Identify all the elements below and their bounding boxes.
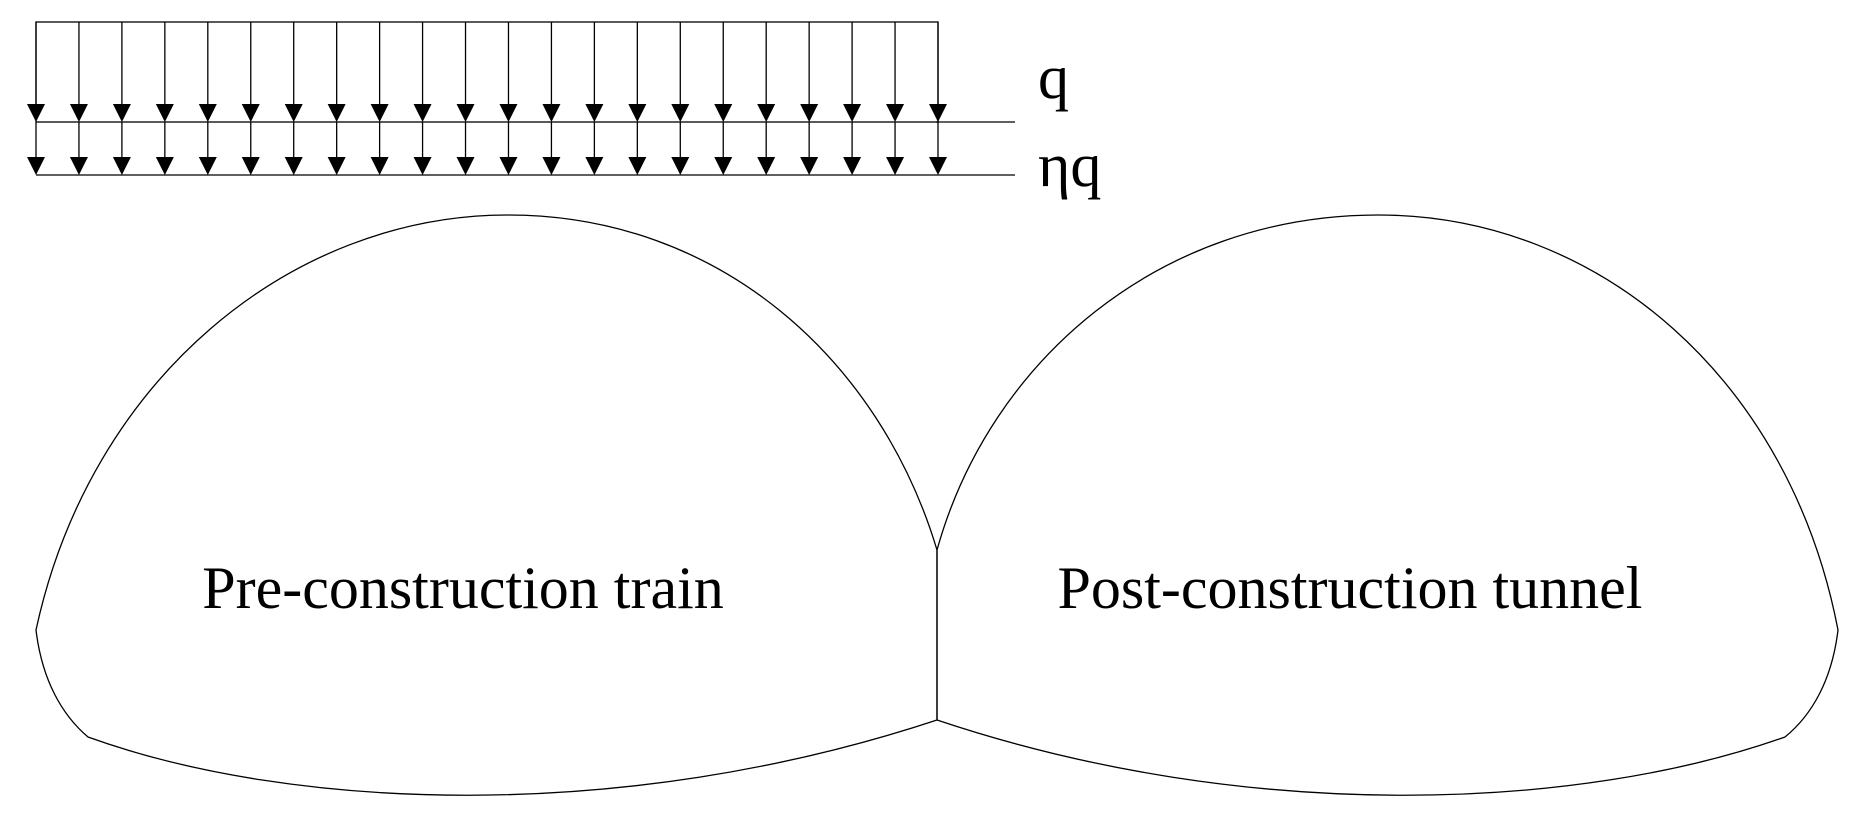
load-q-arrow-head — [413, 104, 432, 122]
load-q-arrow-head — [843, 104, 862, 122]
pre-construction-tunnel-outline — [35, 214, 938, 796]
load-eta-q-arrow-head — [714, 157, 733, 175]
load-eta-q-arrow-head — [155, 157, 174, 175]
load-q-arrow-head — [671, 104, 690, 122]
load-eta-q-arrow-head — [542, 157, 561, 175]
load-eta-q-arrow-head — [27, 157, 45, 175]
load-eta-q-arrow-head — [886, 157, 905, 175]
load-q-arrow-head — [198, 104, 217, 122]
load-q-label: q — [1038, 44, 1069, 112]
load-eta-q-arrow-head — [628, 157, 647, 175]
load-eta-q-arrow-head — [671, 157, 690, 175]
load-eta-q-arrow-head — [370, 157, 389, 175]
load-eta-q-arrow-head — [112, 157, 131, 175]
load-q-arrow-head — [499, 104, 518, 122]
load-eta-q: ηq — [27, 122, 1101, 200]
load-q-arrow-head — [370, 104, 389, 122]
load-q-arrow-head — [757, 104, 776, 122]
load-q-arrow-head — [456, 104, 475, 122]
load-q-arrows — [27, 22, 947, 122]
load-q-arrow-head — [69, 104, 88, 122]
load-q: q — [27, 21, 1069, 123]
pre-construction-tunnel: Pre-construction train — [35, 214, 938, 796]
load-eta-q-arrow-head — [241, 157, 260, 175]
load-eta-q-arrow-head — [413, 157, 432, 175]
load-eta-q-arrow-head — [327, 157, 346, 175]
load-eta-q-arrow-head — [284, 157, 303, 175]
post-construction-tunnel-label: Post-construction tunnel — [1058, 555, 1643, 621]
load-q-arrow-head — [929, 104, 947, 122]
load-eta-q-label: ηq — [1038, 132, 1101, 200]
post-construction-tunnel-outline — [936, 214, 1839, 796]
load-eta-q-arrow-head — [929, 157, 947, 175]
pre-construction-tunnel-label: Pre-construction train — [202, 555, 724, 621]
post-construction-tunnel: Post-construction tunnel — [936, 214, 1839, 796]
load-q-arrow-head — [714, 104, 733, 122]
load-q-arrow-head — [800, 104, 819, 122]
load-q-arrow-head — [284, 104, 303, 122]
load-q-arrow-head — [27, 104, 45, 122]
load-q-arrow-head — [542, 104, 561, 122]
load-eta-q-arrow-head — [585, 157, 604, 175]
load-q-arrow-head — [155, 104, 174, 122]
load-eta-q-arrows — [27, 122, 947, 175]
load-eta-q-arrow-head — [800, 157, 819, 175]
load-q-arrow-head — [886, 104, 905, 122]
load-q-arrow-head — [112, 104, 131, 122]
load-eta-q-arrow-head — [69, 157, 88, 175]
load-eta-q-arrow-head — [456, 157, 475, 175]
load-eta-q-arrow-head — [843, 157, 862, 175]
load-q-arrow-head — [628, 104, 647, 122]
load-eta-q-arrow-head — [757, 157, 776, 175]
load-q-arrow-head — [241, 104, 260, 122]
load-eta-q-arrow-head — [198, 157, 217, 175]
load-q-arrow-head — [327, 104, 346, 122]
load-q-arrow-head — [585, 104, 604, 122]
load-eta-q-arrow-head — [499, 157, 518, 175]
